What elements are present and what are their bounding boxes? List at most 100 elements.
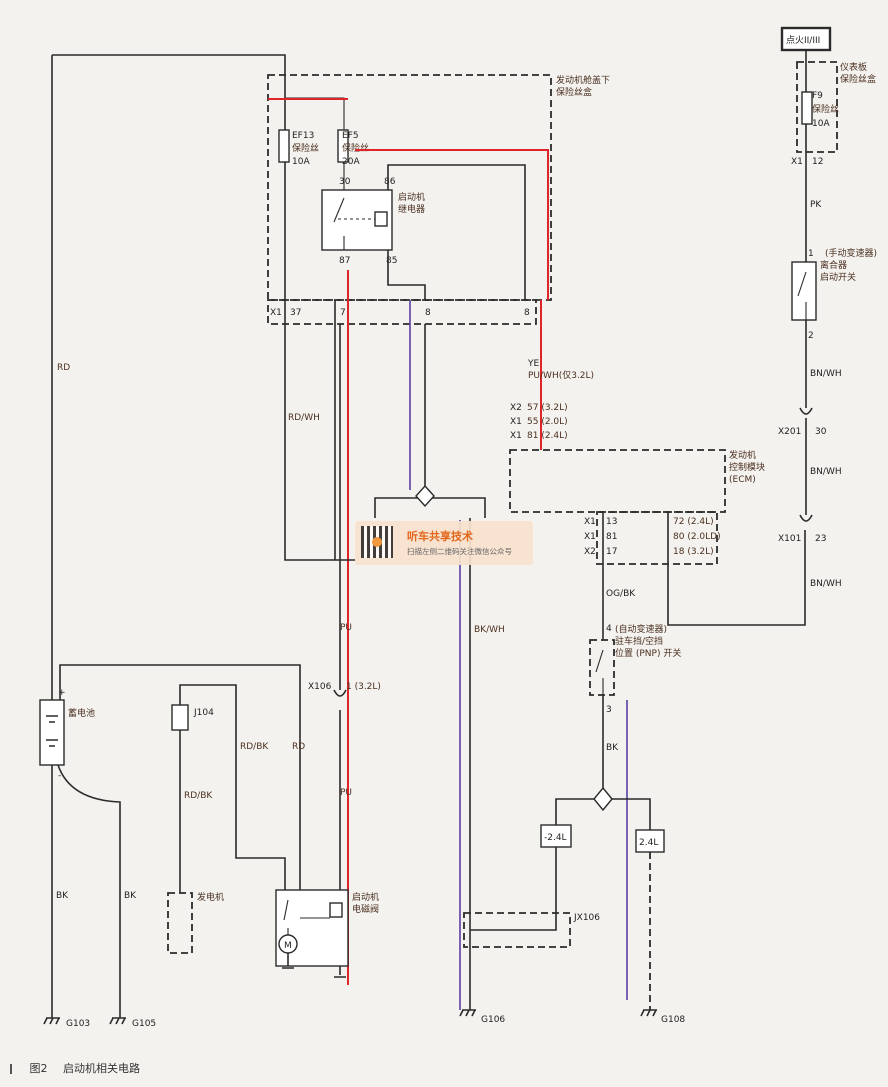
j104-wire: [179, 684, 286, 890]
generator: [167, 892, 193, 954]
ecm-br-pin-3: 18 (3.2L): [673, 547, 714, 557]
fuse-ef5-type: 保险丝: [342, 142, 369, 154]
clutch-label: (手动变速器) 离合器 启动开关: [820, 247, 880, 283]
wire-label-bk-wh: BK/WH: [474, 625, 505, 635]
j104-connector: [171, 704, 189, 731]
pnp-label-line: 位置 (PNP) 开关: [615, 647, 681, 659]
fuse-box-label: 发动机舱盖下 保险丝盒: [556, 74, 613, 98]
pnp-pin-out: 3: [606, 705, 612, 715]
relay-label-line: 继电器: [398, 203, 425, 215]
ground-symbol: [43, 1009, 657, 1025]
caption-title: 启动机相关电路: [63, 1062, 140, 1075]
ip-fuse-box: [796, 61, 838, 153]
wire-label-bn-wh-3: BN/WH: [810, 579, 842, 589]
ecm-to-x101-wire: [667, 512, 806, 626]
fuse-ef13-type: 保险丝: [292, 142, 319, 154]
wire-label-bk-pnp: BK: [606, 743, 619, 753]
solenoid-coil: [329, 902, 343, 918]
fuse-ef13-rating: 10A: [292, 157, 310, 167]
ecm-label-line: 控制模块: [729, 461, 765, 473]
pnp-label-line: (自动变速器): [615, 623, 667, 635]
relay-label-line: 启动机: [398, 191, 425, 203]
wire-label-bn-wh-2: BN/WH: [810, 467, 842, 477]
x1-pin-8b: 8: [524, 308, 530, 318]
rd-wh-wire: [334, 300, 355, 561]
fuse-f9-id: F9: [812, 91, 823, 101]
starter-motor-label: M: [284, 941, 292, 951]
fuse-f9-type: 保险丝: [812, 103, 839, 115]
ip-fuse-box-label: 仪表板 保险丝盒: [840, 61, 876, 85]
pnp-splice: [593, 786, 613, 812]
pnp-switch: [589, 639, 615, 696]
battery-label: 蓄电池: [68, 707, 95, 719]
relay85-wire: [387, 250, 426, 300]
relay-pin-85: 85: [386, 256, 397, 266]
fuse-ef13-id: EF13: [292, 131, 314, 141]
relay86-to-ecm-wire: [387, 164, 526, 300]
ground-g105: G105: [132, 1019, 156, 1029]
ecm-bl-pin-2: 81: [606, 532, 617, 542]
starter-label-line: 启动机: [352, 891, 379, 903]
clutch-label-line: (手动变速器): [825, 247, 877, 259]
ip-fuse-box-label-line: 保险丝盒: [840, 73, 876, 85]
ecm-left-conn-1: X2: [510, 403, 522, 413]
wire-label-rd-bk-1: RD/BK: [184, 791, 213, 801]
variant-pos-24-label: 2.4L: [639, 838, 658, 848]
qr-code-icon: [361, 526, 393, 558]
starter-ground: [282, 953, 346, 978]
x106-connector: [333, 689, 347, 697]
watermark-banner: 听车共享技术 扫描左侧二维码关注微信公众号: [355, 521, 533, 565]
ground-g103: G103: [66, 1019, 90, 1029]
x1-pin-37: 37: [290, 308, 301, 318]
battery-minus: -: [58, 771, 61, 781]
ecm-left-pin-1: 57 (3.2L): [527, 403, 568, 413]
clutch-pin-in: 1: [808, 249, 814, 259]
underhood-fuse-box: [267, 74, 552, 301]
fuse-ef5-id: EF5: [342, 131, 359, 141]
fuse-f9: [801, 91, 813, 125]
clutch-pin-out: 2: [808, 331, 814, 341]
relay-contact: [333, 197, 345, 250]
starter-solenoid: [275, 889, 349, 967]
wire-label-ye: YE: [527, 359, 539, 369]
jx106-splice-pack: [463, 912, 571, 948]
ground-splice-wire: [374, 324, 486, 518]
fuse-ef13: [278, 129, 290, 163]
ecm-bl-pin-1: 13: [606, 517, 617, 527]
wire-label-bk-g103: BK: [56, 891, 69, 901]
clutch-start-switch: [791, 261, 817, 321]
x106-pin: 1 (3.2L): [346, 682, 381, 692]
ground-splice: [415, 484, 435, 508]
ground-g108: G108: [661, 1015, 685, 1025]
caption-figure-number: 图2: [29, 1062, 48, 1075]
wire-label-pu-wh: PU/WH(仅3.2L): [528, 369, 594, 381]
battery: [39, 699, 65, 766]
x201-connector: [799, 407, 813, 515]
watermark-title: 听车共享技术: [407, 530, 473, 543]
x1-pin-7: 7: [340, 308, 346, 318]
x101-connector: [799, 514, 813, 522]
fuse-box-label-line: 发动机舱盖下: [556, 74, 610, 86]
x1-pin-8a: 8: [425, 308, 431, 318]
fuse-feed-wire: [285, 97, 345, 130]
ecm-module: [509, 449, 726, 513]
wire-label-rd-bk-2: RD/BK: [240, 742, 269, 752]
ecm-bl-conn-1: X1: [584, 517, 596, 527]
ip-fuse-box-label-line: 仪表板: [840, 61, 867, 73]
wire-label-rd-wh: RD/WH: [288, 413, 320, 423]
pnp-contact: [595, 649, 604, 695]
pnp-label: (自动变速器) 驻车挡/空挡 位置 (PNP) 开关: [615, 623, 681, 659]
battery-neg-g105-wire: [57, 764, 121, 1018]
x1-label: X1: [270, 308, 282, 318]
ecm-label: 发动机 控制模块 (ECM): [729, 449, 768, 485]
ecm-br-pin-1: 72 (2.4L): [673, 517, 714, 527]
relay-label: 启动机 继电器: [398, 191, 428, 215]
ecm-label-line: 发动机: [729, 449, 756, 461]
clutch-contact: [797, 271, 807, 320]
ecm-bl-conn-3: X2: [584, 547, 596, 557]
battery-plus: +: [58, 688, 66, 698]
caption-bar: [10, 1064, 12, 1074]
starter-label-line: 电磁阀: [352, 903, 379, 915]
ip-conn-x1: X1: [791, 157, 803, 167]
